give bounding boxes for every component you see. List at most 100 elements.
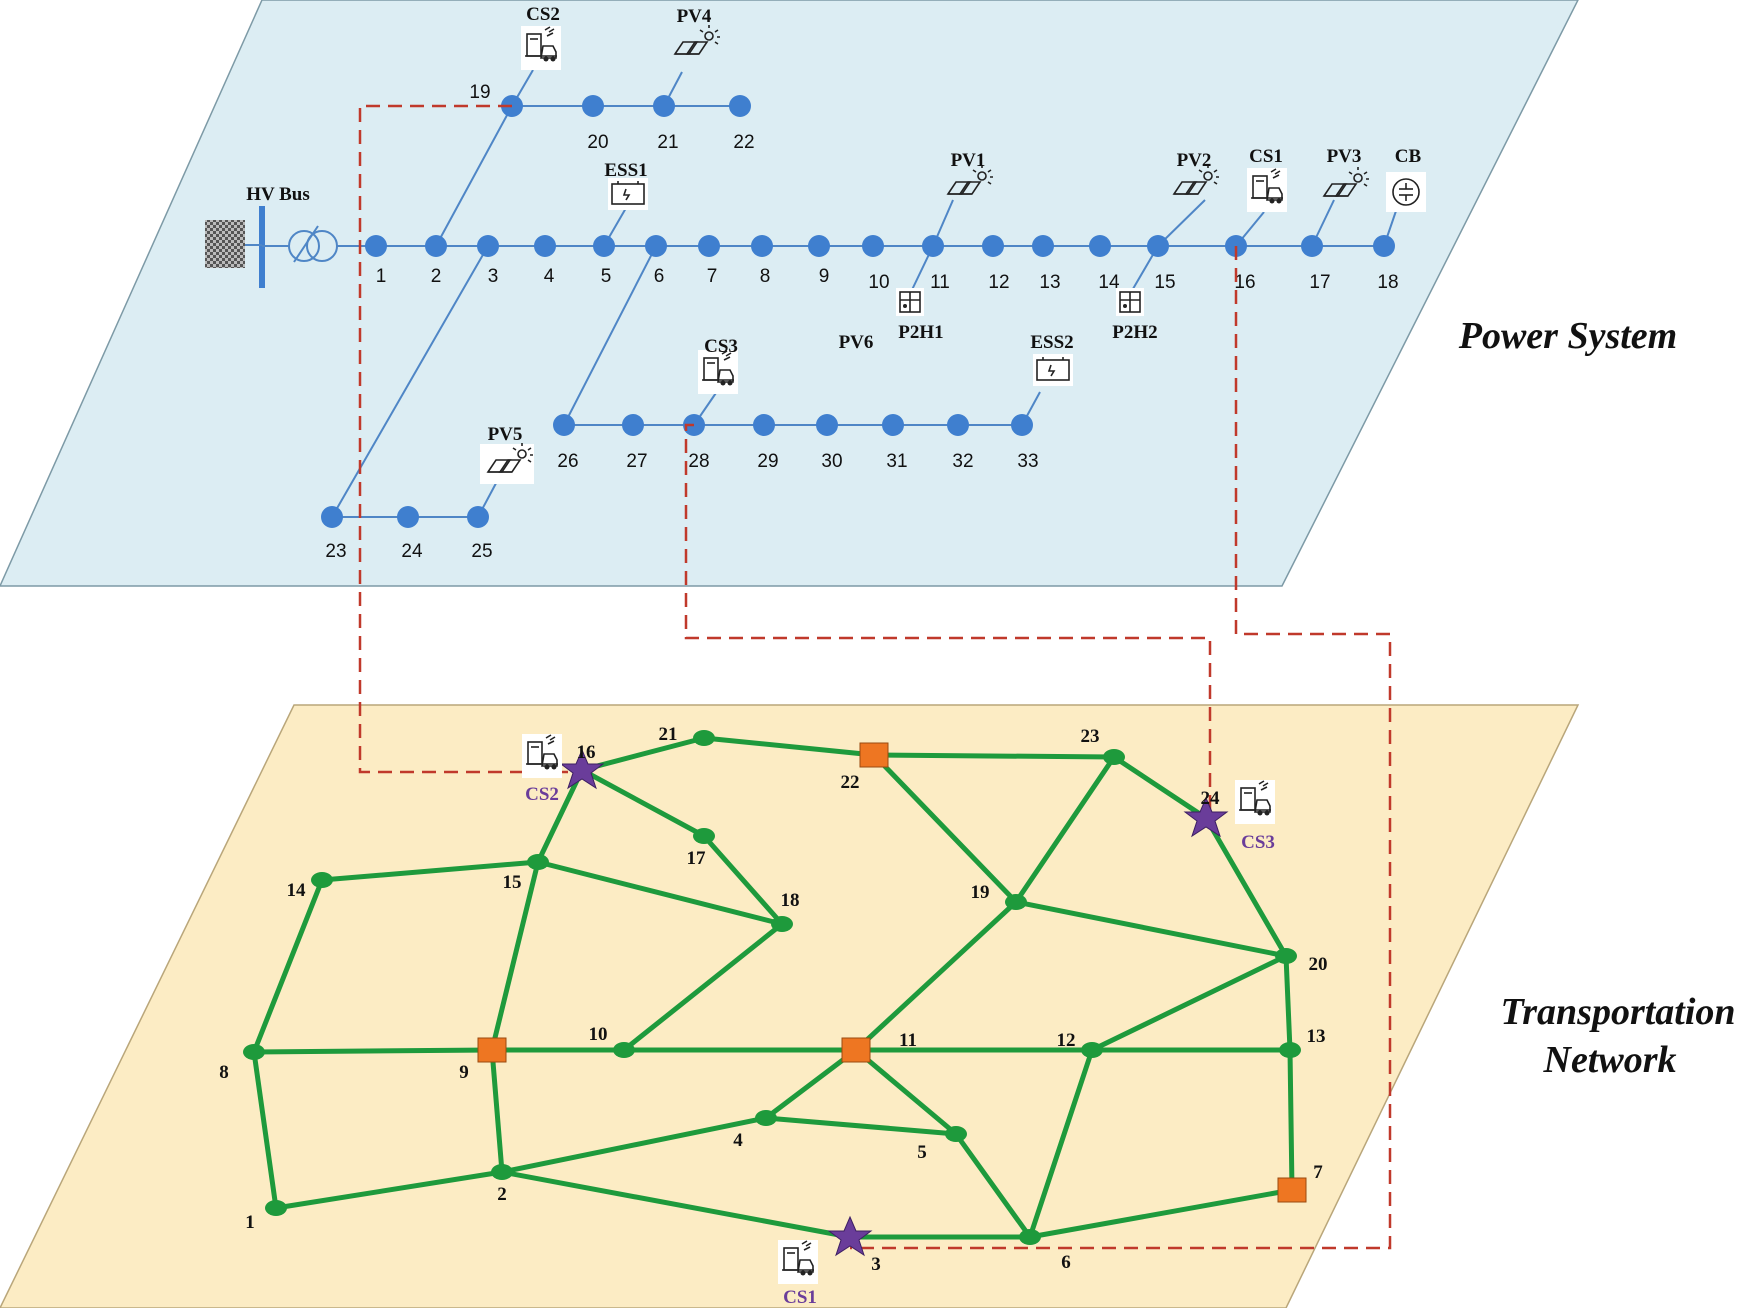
cs1-transport-label: CS1 [783,1287,817,1308]
road-node-14 [311,872,333,888]
power-bus-labels: 1 2 3 4 5 6 7 8 9 10 11 12 13 14 15 16 1… [325,82,1398,562]
power-bus-label: 11 [930,272,950,293]
road-node-21 [693,730,715,746]
road-network [251,735,1295,1240]
power-bus-1 [365,235,387,257]
p2h1-label: P2H1 [898,322,943,343]
power-bus-label: 28 [688,451,709,472]
power-bus-label: 23 [325,541,346,562]
road-node-23 [1103,749,1125,765]
road-node-label: 7 [1313,1162,1323,1183]
power-bus-label: 9 [819,266,830,287]
charging-station-icon [521,733,563,779]
road-node-4 [755,1110,777,1126]
cs3-transport-label: CS3 [1241,832,1275,853]
road-node-18 [771,916,793,932]
power-to-heat-icon [1115,287,1145,317]
pv5-label: PV5 [488,424,523,445]
cs2-transport-label: CS2 [525,784,559,805]
power-bus-label: 20 [587,132,608,153]
power-bus-13 [1032,235,1054,257]
power-bus-33 [1011,414,1033,436]
power-bus-27 [622,414,644,436]
power-bus-30 [816,414,838,436]
road-node-labels: 1 2 3 4 5 6 7 8 9 10 11 12 13 14 15 16 1… [219,724,1327,1275]
power-bus-label: 29 [757,451,778,472]
coupling-link-cs1 [850,246,1392,1250]
road-node-label: 16 [577,742,596,763]
road-node-10 [613,1042,635,1058]
road-node-label: 14 [287,880,307,901]
power-bus-5 [593,235,615,257]
charging-station-icon [520,25,562,71]
power-buses [321,95,1395,528]
power-bus-4 [534,235,556,257]
road-node-label: 10 [589,1024,608,1045]
charging-star-node-24 [1183,796,1229,838]
power-bus-15 [1147,235,1169,257]
road-node-label: 11 [899,1030,917,1051]
cb-label: CB [1395,146,1422,167]
power-bus-23 [321,506,343,528]
power-bus-8 [751,235,773,257]
road-node-label: 22 [841,772,860,793]
road-node-label: 15 [503,872,522,893]
power-bus-17 [1301,235,1323,257]
power-bus-label: 31 [886,451,907,472]
ess1-label: ESS1 [604,160,647,181]
road-node-2 [491,1164,513,1180]
power-bus-7 [698,235,720,257]
battery-storage-icon [1032,353,1074,387]
road-node-17 [693,828,715,844]
pv6-label: PV6 [839,332,874,353]
power-system-plane [0,0,1579,587]
power-bus-label: 25 [471,541,492,562]
charging-station-icon [1234,779,1276,825]
power-bus-6 [645,235,667,257]
power-bus-label: 7 [707,266,718,287]
pv1-label: PV1 [951,150,986,171]
power-bus-label: 4 [544,266,555,287]
pv3-label: PV3 [1327,146,1362,167]
power-bus-label: 18 [1377,272,1398,293]
road-node-5 [945,1126,967,1142]
power-bus-label: 1 [376,266,387,287]
power-bus-3 [477,235,499,257]
charging-star-node-3 [827,1215,873,1257]
power-bus-label: 8 [760,266,771,287]
road-node-label: 4 [733,1130,743,1151]
power-bus-label: 21 [657,132,678,153]
power-bus-20 [582,95,604,117]
road-node-label: 12 [1057,1030,1076,1051]
road-node-7 [1277,1177,1307,1203]
power-bus-label: 5 [601,266,612,287]
road-node-label: 20 [1309,954,1328,975]
power-to-heat-icon [895,287,925,317]
power-bus-label: 12 [988,272,1009,293]
cs2-power-label: CS2 [526,4,560,25]
coupling-links [358,104,1392,1250]
road-node-label: 24 [1201,788,1221,809]
transportation-title-line1: Transportation [1500,991,1735,1033]
power-bus-label: 13 [1039,272,1060,293]
solar-panel-icon [480,442,534,484]
power-bus-24 [397,506,419,528]
power-bus-label: 16 [1234,272,1255,293]
road-node-label: 13 [1307,1026,1326,1047]
power-bus-9 [808,235,830,257]
transportation-title-line2: Network [1543,1039,1677,1081]
road-node-label: 8 [219,1062,229,1083]
power-bus-31 [882,414,904,436]
transportation-network-plane [0,704,1580,1308]
road-node-label: 19 [971,882,990,903]
charging-station-icon [777,1239,819,1285]
cs3-power-label: CS3 [704,336,738,357]
power-bus-29 [753,414,775,436]
road-node-label: 3 [871,1254,881,1275]
power-bus-18 [1373,235,1395,257]
road-node-22 [859,742,889,768]
road-node-6 [1019,1229,1041,1245]
power-bus-label: 19 [469,82,490,103]
power-bus-10 [862,235,884,257]
